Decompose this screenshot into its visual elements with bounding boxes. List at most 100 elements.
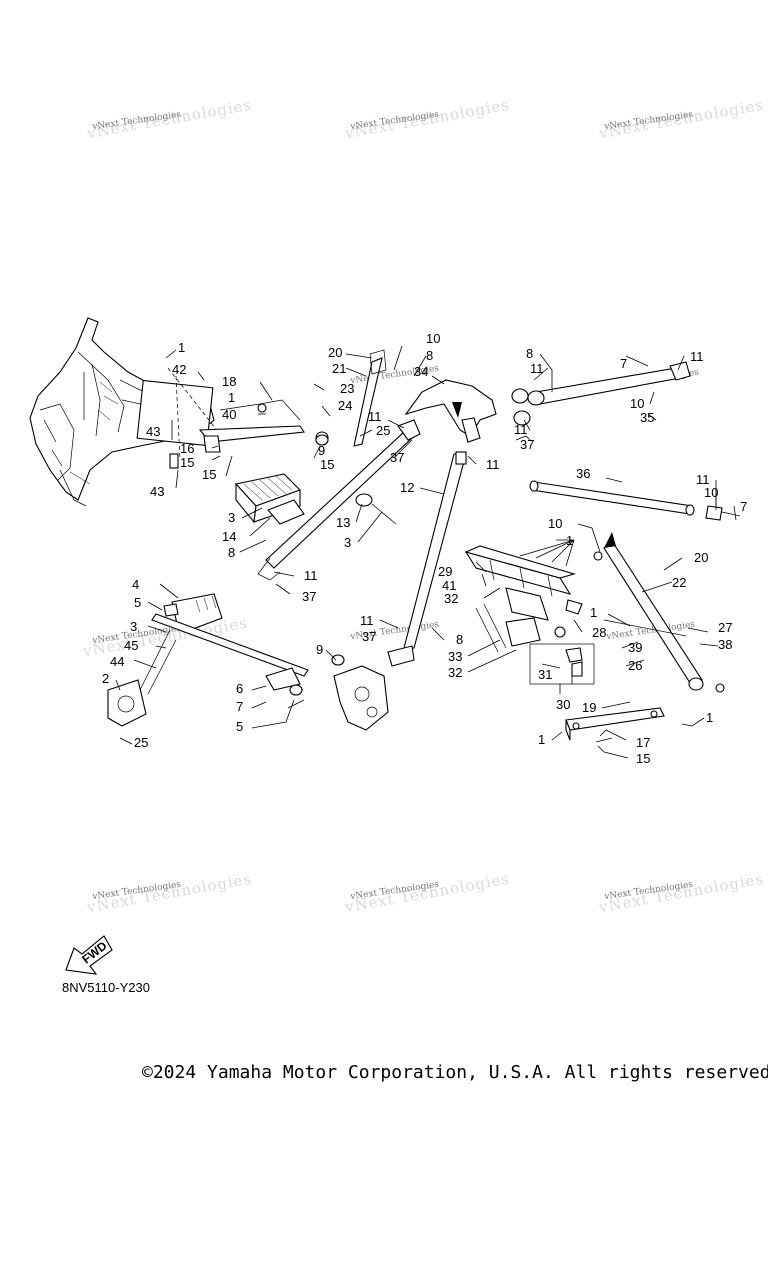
callout-10: 10 [548,516,562,531]
callout-15: 15 [202,467,216,482]
callout-3: 3 [344,535,351,550]
fwd-arrow-icon [65,935,113,975]
top-shell [404,379,497,443]
callout-28: 28 [592,625,606,640]
callout-10: 10 [704,485,718,500]
callout-11: 11 [360,613,374,628]
callout-5: 5 [236,719,243,734]
callout-9: 9 [316,642,323,657]
callout-8: 8 [526,346,533,361]
upright-bar [353,349,387,447]
callout-26: 26 [628,658,642,673]
callout-40: 40 [222,407,236,422]
callout-7: 7 [740,499,747,514]
callout-29: 29 [438,564,452,579]
callout-labels: 1 42 18 1 40 43 16 15 15 43 20 21 10 8 3… [102,331,747,766]
callout-30: 30 [556,697,570,712]
small-mount [315,434,397,525]
lower-center-mount [331,645,415,731]
callout-38: 38 [718,637,732,652]
right-swing-arm [593,532,725,693]
callout-1: 1 [228,390,235,405]
callout-23: 23 [340,381,354,396]
callout-11: 11 [690,349,704,364]
callout-11: 11 [304,568,318,583]
callout-3: 3 [130,619,137,634]
callout-44: 44 [110,654,124,669]
callout-4: 4 [132,577,139,592]
callout-36: 36 [576,466,590,481]
callout-32: 32 [444,591,458,606]
callout-11: 11 [696,472,710,487]
callout-21: 21 [332,361,346,376]
callout-8: 8 [228,545,235,560]
copyright-notice: ©2024 Yamaha Motor Corporation, U.S.A. A… [142,1062,768,1083]
callout-11: 11 [514,422,528,437]
callout-37: 37 [390,450,404,465]
callout-10: 10 [630,396,644,411]
upper-right-bar [511,361,691,426]
callout-43: 43 [150,484,164,499]
callout-15: 15 [636,751,650,766]
callout-37: 37 [362,629,376,644]
callout-8: 8 [426,348,433,363]
controller-box [234,473,305,525]
callout-13: 13 [336,515,350,530]
callout-7: 7 [620,356,627,371]
callout-1: 1 [706,710,713,725]
leader-lines [115,345,737,759]
callout-25: 25 [134,735,148,750]
callout-11: 11 [486,457,500,472]
callout-15: 15 [320,457,334,472]
callout-41: 41 [442,578,456,593]
callout-35: 35 [640,410,654,425]
callout-14: 14 [222,529,236,544]
callout-11: 11 [368,409,382,424]
callout-39: 39 [628,640,642,655]
bottom-right-plate [565,707,665,741]
callout-37: 37 [302,589,316,604]
lower-right-bar [529,480,741,521]
right-rear-assembly [464,545,583,653]
cross-bar [257,419,421,581]
callout-34: 34 [414,364,428,379]
lower-left-actuator [107,593,309,727]
callout-24: 24 [338,398,352,413]
callout-3: 3 [228,510,235,525]
callout-15: 15 [180,455,194,470]
callout-20: 20 [328,345,342,360]
callout-43: 43 [146,424,160,439]
callout-5: 5 [134,595,141,610]
callout-7: 7 [236,699,243,714]
callout-8: 8 [456,632,463,647]
callout-37: 37 [520,437,534,452]
callout-10: 10 [426,331,440,346]
callout-19: 19 [582,700,596,715]
callout-17: 17 [636,735,650,750]
callout-25: 25 [376,423,390,438]
callout-32: 32 [448,665,462,680]
callout-31: 31 [538,667,552,682]
callout-27: 27 [718,620,732,635]
callout-1: 1 [178,340,185,355]
vertical-post [403,451,467,649]
callout-22: 22 [672,575,686,590]
callout-11: 11 [530,361,544,376]
callout-9: 9 [318,443,325,458]
dash-panel-assembly [29,317,221,507]
callout-6: 6 [236,681,243,696]
callout-20: 20 [694,550,708,565]
callout-12: 12 [400,480,414,495]
upper-left-bracket [198,399,329,453]
callout-1: 1 [590,605,597,620]
diagram-code: 8NV5110-Y230 [62,980,150,995]
callout-16: 16 [180,441,194,456]
callout-18: 18 [222,374,236,389]
callout-2: 2 [102,671,109,686]
callout-42: 42 [172,362,186,377]
callout-1: 1 [538,732,545,747]
callout-45: 45 [124,638,138,653]
callout-33: 33 [448,649,462,664]
sub-assembly-box [529,643,595,685]
